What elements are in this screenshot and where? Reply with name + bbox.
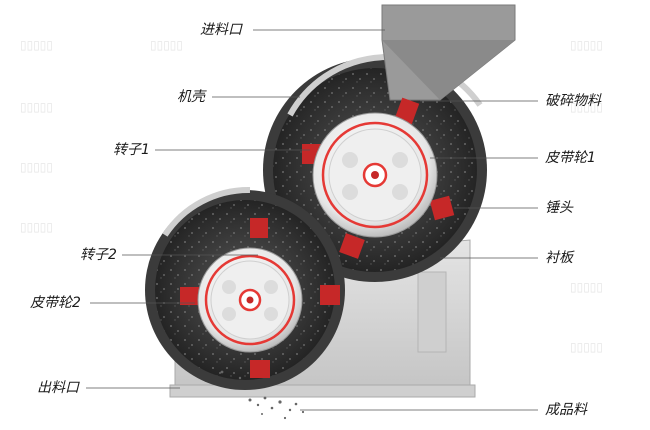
hammer <box>250 218 268 238</box>
label-rotor-1: 转子1 <box>113 142 150 158</box>
label-liner-plate: 衬板 <box>545 250 573 266</box>
label-finished-product: 成品料 <box>545 402 587 418</box>
base-plate <box>169 384 476 398</box>
hammer <box>320 285 340 305</box>
leader-lines <box>86 29 538 411</box>
watermark: ▯▯▯▯▯ <box>570 100 604 114</box>
watermark: ▯▯▯▯▯ <box>570 38 604 52</box>
hammer <box>339 233 365 259</box>
hammer <box>180 287 200 305</box>
label-casing: 机壳 <box>177 89 205 105</box>
watermark: ▯▯▯▯▯ <box>20 160 54 174</box>
watermark: ▯▯▯▯▯ <box>20 220 54 234</box>
watermark: ▯▯▯▯▯ <box>150 38 184 52</box>
label-discharge-outlet: 出料口 <box>37 380 79 396</box>
hammer <box>394 97 420 125</box>
hammer <box>250 360 270 378</box>
watermark: ▯▯▯▯▯ <box>20 100 54 114</box>
frame-window <box>417 271 447 353</box>
label-pulley-1: 皮带轮1 <box>545 150 596 166</box>
falling-particles <box>220 370 305 420</box>
watermark: ▯▯▯▯▯ <box>570 280 604 294</box>
pulley-2-ring <box>204 254 296 346</box>
watermark: ▯▯▯▯▯ <box>20 38 54 52</box>
hammer <box>429 195 455 221</box>
pulley-1-ring <box>321 121 429 229</box>
label-hammer: 锤头 <box>545 200 573 216</box>
label-rotor-2: 转子2 <box>80 247 117 263</box>
label-crushed-material: 破碎物料 <box>545 93 601 109</box>
watermark: ▯▯▯▯▯ <box>570 340 604 354</box>
label-pulley-2: 皮带轮2 <box>30 295 81 311</box>
label-feed-inlet: 进料口 <box>200 22 242 38</box>
